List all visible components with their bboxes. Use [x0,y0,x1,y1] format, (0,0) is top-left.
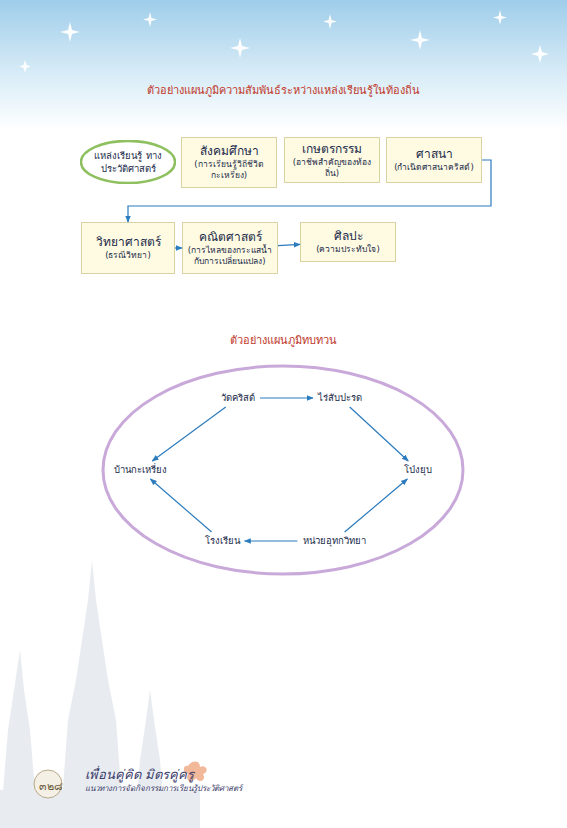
flow-arrow [345,479,408,532]
node-heading: โรงเรียน [205,535,240,547]
subject-box: วิทยาศาสตร์(ธรณีวิทยา) [81,222,175,274]
flow-arrow [150,479,211,532]
cycle-ellipse [103,366,463,574]
place-node: บ้านกะเหรี่ยง [109,461,172,479]
book-series: เพื่อนคู่คิด มิตรคู่ครู [85,764,194,785]
node-heading: บ้านกะเหรี่ยง [114,464,167,476]
node-heading: สังคมศึกษา [200,144,259,159]
subject-box: คณิตศาสตร์(การไหลของกระแสน้ำกับการเปลี่ย… [182,222,278,274]
place-node: โรงเรียน [200,532,245,550]
subject-box: ศิลปะ(ความประทับใจ) [300,222,396,262]
node-heading: ศาสนา [416,147,453,162]
flow-arrow [128,160,491,222]
node-body: (กำเนิดศาสนาคริสต์) [394,162,474,173]
node-heading: แหล่งเรียนรู้ ทางประวัติศาสตร์ [90,149,166,175]
flow-arrow [260,397,313,398]
node-body: (การไหลของกระแสน้ำกับการเปลี่ยนแปลง) [187,245,273,267]
page-number-badge [34,770,62,798]
place-node: โป่งยุบ [399,461,437,479]
sky-band [0,0,567,130]
node-body: (ความประทับใจ) [316,244,380,255]
source-ellipse: แหล่งเรียนรู้ ทางประวัติศาสตร์ [80,140,176,184]
place-node: วัดคริสต์ [216,389,260,407]
node-heading: หน่วยอุทกวิทยา [303,535,366,547]
book-subtitle: แนวทางการจัดกิจกรรมการเรียนรู้ประวัติศาส… [85,782,242,795]
node-heading: วิทยาศาสตร์ [96,235,161,250]
node-heading: โป่งยุบ [404,464,432,476]
place-node: ไร่สับปะรด [313,389,367,407]
ellipse-outline [80,140,176,184]
node-body: (การเรียนรู้วิถีชีวิตกะเหรี่ยง) [186,159,272,181]
subject-box: ศาสนา(กำเนิดศาสนาคริสต์) [386,137,482,183]
flow-arrow [278,244,300,245]
flow-arrow [175,247,182,248]
node-heading: เกษตรกรรม [302,142,362,157]
subject-box: เกษตรกรรม(อาชีพสำคัญของท้องถิ่น) [284,137,380,183]
chart-title: ตัวอย่างแผนภูมิความสัมพันธ์ระหว่างแหล่งเ… [147,81,420,99]
node-body: (อาชีพสำคัญของท้องถิ่น) [289,157,375,179]
flow-arrow [350,407,409,461]
node-heading: คณิตศาสตร์ [199,230,262,245]
page-number: ๓๒๘ [39,777,62,795]
chart-heading: ตัวอย่างแผนภูมิทบทวน [230,331,337,349]
place-node: หน่วยอุทกวิทยา [298,532,371,550]
sparkles [19,10,549,73]
subject-box: สังคมศึกษา(การเรียนรู้วิถีชีวิตกะเหรี่ยง… [181,137,277,188]
node-body: (ธรณีวิทยา) [105,250,151,261]
node-heading: ศิลปะ [334,229,363,244]
flow-arrow [245,540,298,541]
flow-arrow [152,407,226,461]
node-heading: วัดคริสต์ [221,392,255,404]
node-heading: ไร่สับปะรด [318,392,362,404]
